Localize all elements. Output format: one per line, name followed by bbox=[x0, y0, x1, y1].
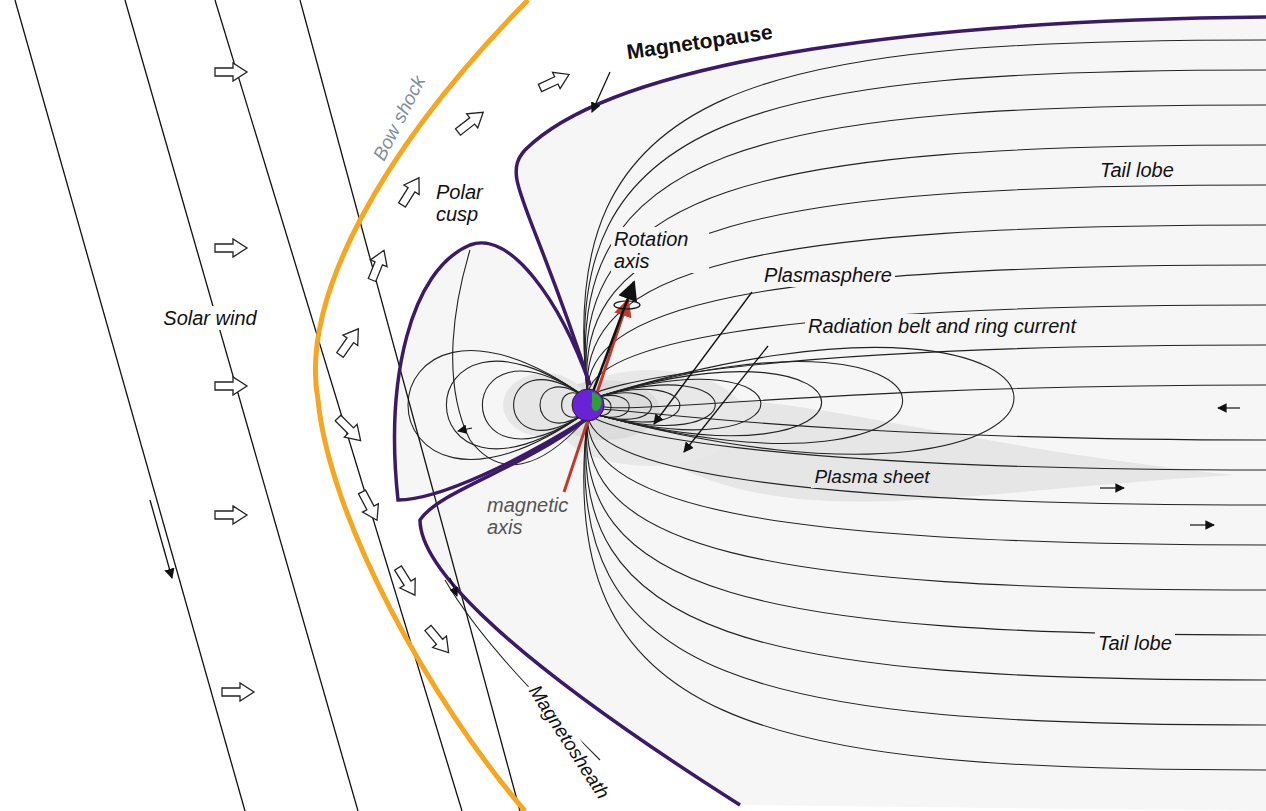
field-line bbox=[587, 411, 1266, 590]
flow-arrow bbox=[364, 247, 393, 283]
magnetopause bbox=[395, 17, 1266, 805]
field-line bbox=[587, 185, 1266, 399]
flow-arrow bbox=[421, 622, 455, 658]
flow-arrow bbox=[333, 324, 366, 361]
region-label: Tail lobe bbox=[1097, 158, 1177, 182]
field-line bbox=[588, 411, 1266, 505]
region-label: Plasma sheet bbox=[811, 466, 932, 489]
flow-arrows bbox=[215, 63, 573, 701]
flow-arrow bbox=[536, 66, 573, 96]
field-line bbox=[588, 345, 1266, 399]
leader-lines bbox=[592, 72, 768, 452]
field-line bbox=[588, 385, 1266, 408]
flow-arrow bbox=[452, 105, 488, 139]
earth bbox=[572, 389, 604, 421]
field-line bbox=[584, 40, 1266, 399]
solar-wind-lines bbox=[15, 0, 520, 811]
field-line bbox=[588, 265, 1266, 399]
field-arrowheads bbox=[450, 408, 1240, 596]
flow-arrow bbox=[394, 173, 426, 210]
field-line bbox=[586, 411, 1266, 635]
field-line bbox=[585, 411, 1266, 725]
field-line bbox=[588, 305, 1266, 399]
field-line bbox=[591, 347, 1014, 454]
bow-shock bbox=[315, 0, 528, 811]
region-label: Plasmasphere bbox=[761, 263, 895, 287]
field-line bbox=[588, 411, 1266, 545]
field-line bbox=[588, 411, 1266, 470]
flow-arrow bbox=[354, 488, 385, 525]
field-lines bbox=[408, 40, 1266, 770]
magnetosphere-fill bbox=[395, 17, 1266, 811]
field-line bbox=[585, 105, 1266, 399]
region-label: Radiation belt and ring current bbox=[805, 314, 1079, 338]
flow-arrow bbox=[215, 377, 247, 395]
flow-arrow bbox=[215, 506, 247, 524]
flow-arrow bbox=[215, 239, 247, 257]
flow-arrow bbox=[332, 412, 367, 447]
flow-arrow bbox=[215, 63, 247, 81]
field-line bbox=[591, 361, 903, 443]
earth-land bbox=[592, 392, 602, 411]
field-line bbox=[586, 145, 1266, 399]
field-line bbox=[586, 411, 1266, 680]
field-line bbox=[584, 411, 1266, 770]
axis-label: Rotation axis bbox=[611, 227, 709, 273]
rotation-symbol bbox=[614, 301, 640, 309]
flow-arrow bbox=[390, 563, 422, 600]
flow-arrow bbox=[222, 683, 254, 701]
magnetic-axis bbox=[564, 300, 628, 492]
field-line bbox=[587, 225, 1266, 399]
region-label: Solar wind bbox=[160, 306, 259, 330]
field-line bbox=[588, 409, 1266, 440]
region-label: Polar cusp bbox=[433, 180, 503, 226]
axis-label: magnetic axis bbox=[484, 493, 580, 539]
field-line bbox=[591, 385, 715, 425]
field-line bbox=[584, 70, 1266, 399]
region-label: Tail lobe bbox=[1095, 631, 1175, 655]
